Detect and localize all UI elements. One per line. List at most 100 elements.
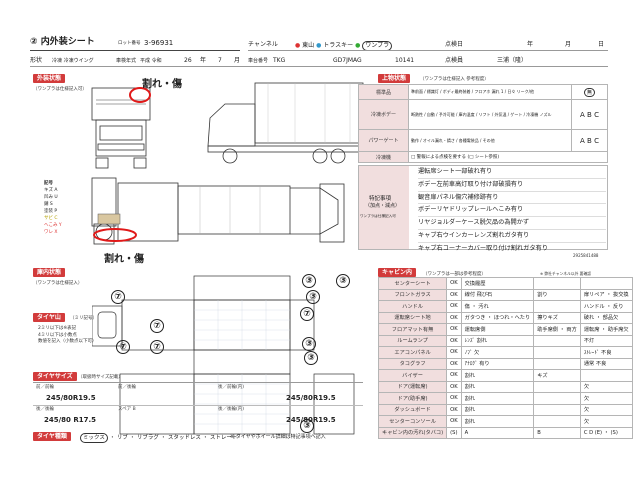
cabin-cell[interactable] <box>533 415 581 428</box>
tire-value: 245/80R19.5 <box>286 394 336 402</box>
cabin-cell[interactable]: A <box>460 426 535 439</box>
date-month: 月 <box>565 41 572 48</box>
cabin-row-label: バイザー <box>377 369 448 382</box>
tire-depth-mark: ⑦ <box>150 319 164 333</box>
tire-size-note: （取扱時サイズ記載） <box>78 375 123 380</box>
cabin-cell[interactable] <box>533 392 581 405</box>
cabin-cell[interactable]: B <box>533 426 581 439</box>
legend-item: へこみ Y <box>44 223 62 228</box>
tire-depth-mark: ⑦ <box>111 290 125 304</box>
title-underline <box>30 50 240 51</box>
cabin-cell[interactable]: OK <box>446 311 462 324</box>
special-label: 特記事項 <box>369 196 392 202</box>
cabin-cell[interactable]: OK <box>446 403 462 416</box>
cabin-cell[interactable]: OK <box>446 380 462 393</box>
header-line-1 <box>248 50 608 51</box>
interior-mark: ③ <box>304 351 318 365</box>
cabin-cell[interactable] <box>533 380 581 393</box>
special-note-item: 運転席シート一部破れ有り <box>418 166 606 179</box>
cabin-cell[interactable]: ﾉﾌﾞ 欠 <box>460 346 535 359</box>
cabin-cell[interactable]: 擦りキズ <box>533 311 581 324</box>
cabin-cell[interactable]: 割れ <box>460 403 535 416</box>
cabin-cell[interactable]: OK <box>446 415 462 428</box>
cabin-cell[interactable]: ガタつき ・ ほつれ・へたり <box>460 311 535 324</box>
equipment-row-choice[interactable]: A B C <box>571 99 608 130</box>
equipment-row-value: 準前面 / 標識灯 / ボディ最終装着 / フロアホ 漏れ 1 / 日々 リーク… <box>408 84 572 100</box>
cabin-cell[interactable]: 通常 不良 <box>579 357 633 370</box>
cabin-cell[interactable]: ﾚﾝｽﾞ 割れ <box>460 334 535 347</box>
cabin-cell[interactable]: 運転席 ・ 助手席欠 <box>579 323 633 336</box>
cabin-cell[interactable]: OK <box>446 277 462 290</box>
cabin-cell[interactable]: OK <box>446 323 462 336</box>
legend-item: キズ A <box>44 188 58 193</box>
cabin-cell[interactable]: OK <box>446 300 462 313</box>
cabin-row-label: フロントガラス <box>377 288 448 301</box>
cargo-floor-diagram <box>92 275 355 435</box>
cabin-cell[interactable] <box>533 403 581 416</box>
cabin-cell[interactable]: 不灯 <box>579 334 633 347</box>
cabin-cell[interactable]: 交換履歴 <box>460 277 535 290</box>
cabin-cell[interactable]: キズ <box>533 369 581 382</box>
annotation-bottom: 割れ・傷 <box>104 254 144 265</box>
special-note-item: ボデーリヤドリップレールへこみ有り <box>418 204 606 218</box>
cabin-row-label: タコグラフ <box>377 357 448 370</box>
cabin-row-label: エアコンパネル <box>377 346 448 359</box>
cabin-cell[interactable]: 割れ <box>460 415 535 428</box>
equipment-row-choice[interactable]: A B C <box>571 129 608 152</box>
cabin-cell[interactable]: 欠 <box>579 392 633 405</box>
legend-item: 凹み U <box>44 195 58 200</box>
cabin-cell[interactable]: OK <box>446 369 462 382</box>
cabin-cell[interactable]: 欠 <box>579 380 633 393</box>
tire-type-option-straight[interactable]: ストレート <box>209 435 238 441</box>
tire-type-option-rib[interactable]: リブ <box>116 435 128 441</box>
damage-mark-bottom <box>93 228 137 242</box>
cabin-cell[interactable]: 線付 飛び石 <box>460 288 535 301</box>
equipment-table: 標準品 準前面 / 標識灯 / ボディ最終装着 / フロアホ 漏れ 1 / 日々… <box>358 84 608 163</box>
cabin-cell[interactable]: C D (E) ・ (S) <box>579 426 633 439</box>
month-unit: 月 <box>234 57 241 64</box>
tire-type-option-studless[interactable]: スタッドレス <box>167 435 201 441</box>
cabin-cell[interactable] <box>533 334 581 347</box>
cabin-cell[interactable]: (S) <box>446 426 462 439</box>
cabin-cell[interactable]: 割れ <box>460 392 535 405</box>
tire-type-option-riblug[interactable]: リブラグ <box>136 435 159 441</box>
cabin-cell[interactable]: ｽﾄﾚｰﾄﾞ 不良 <box>579 346 633 359</box>
cabin-cell[interactable]: 運転席側 <box>460 323 535 336</box>
cabin-cell[interactable]: 割れ <box>460 380 535 393</box>
cabin-cell[interactable]: OK <box>446 357 462 370</box>
tire-type-option-mix[interactable]: ミックス <box>80 433 108 443</box>
cabin-cell[interactable]: OK <box>446 288 462 301</box>
tire-depth-note: （ミリ記号） <box>70 316 97 321</box>
channel-option-higashiyama[interactable]: 東山 <box>302 42 315 49</box>
cabin-cell[interactable]: OK <box>446 346 462 359</box>
model-label: 車台番号 <box>248 58 269 64</box>
tire-caption: スペア B <box>118 407 136 412</box>
cabin-cell[interactable]: ｱﾅﾛｸﾞ 有り <box>460 357 535 370</box>
cabin-cell[interactable] <box>579 369 633 382</box>
annotation-top: 割れ・傷 <box>142 79 182 90</box>
cabin-cell[interactable]: ハンドル ・ 反り <box>579 300 633 313</box>
cabin-cell[interactable]: 欠 <box>579 415 633 428</box>
cabin-cell[interactable] <box>579 277 633 290</box>
cabin-cell[interactable]: 割れ <box>460 369 535 382</box>
cabin-cell[interactable] <box>533 277 581 290</box>
cabin-cell[interactable]: 割り <box>533 288 581 301</box>
cabin-cell[interactable] <box>533 300 581 313</box>
channel-option-truskey[interactable]: トラスキー <box>323 42 354 49</box>
cabin-cell[interactable]: 助手席側 ・ 両方 <box>533 323 581 336</box>
special-notes-list: 運転席シート一部破れ有り ボデー左前車高灯取り付け部破損有り 観音扉パネル傷穴補… <box>418 166 606 255</box>
cabin-cell[interactable] <box>533 346 581 359</box>
equipment-row-choice[interactable]: 無 <box>571 84 608 100</box>
legend-item: 塗装 P <box>44 209 58 214</box>
cabin-cell[interactable]: OK <box>446 334 462 347</box>
cabin-cell[interactable]: OK <box>446 392 462 405</box>
cabin-cell[interactable]: 扉リペア ・ 抜交換 <box>579 288 633 301</box>
equipment-row-value: □ 警報による点検を要する (□ シート参照) <box>408 151 608 163</box>
cabin-cell[interactable]: 破れ ・ 部品欠 <box>579 311 633 324</box>
cabin-cell[interactable] <box>533 357 581 370</box>
cabin-cell[interactable]: 傷 ・ 汚れ <box>460 300 535 313</box>
cabin-cell[interactable]: 欠 <box>579 403 633 416</box>
